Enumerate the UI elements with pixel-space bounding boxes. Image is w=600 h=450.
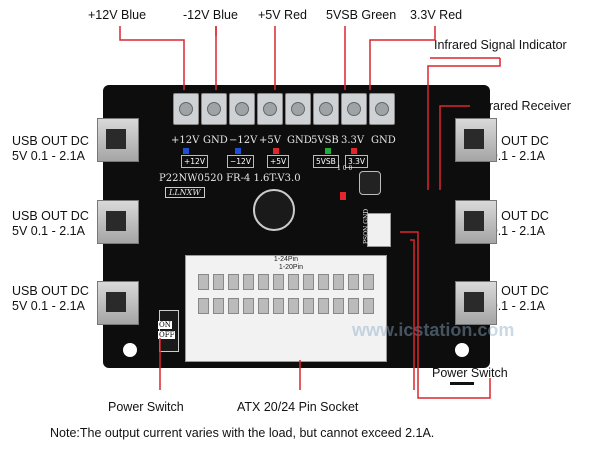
label-infrared-indicator: Infrared Signal Indicator (434, 38, 567, 52)
usb-port-right-3 (455, 281, 497, 325)
terminal-label-8: GND (371, 135, 396, 146)
terminal-label-5: GND (287, 135, 312, 146)
label-infrared-receiver: Infrared Receiver (475, 99, 571, 113)
pson-connector (367, 213, 391, 247)
atx-pin (228, 298, 239, 314)
atx-pin (198, 274, 209, 290)
led-12v (183, 148, 189, 154)
terminal-label-6: 5VSB (311, 135, 339, 146)
usb-port-left-3 (97, 281, 139, 325)
usb-port-right-1 (455, 118, 497, 162)
terminal-4 (257, 93, 283, 125)
terminal-8 (369, 93, 395, 125)
atx-pin (363, 274, 374, 290)
pin20-label: 1-20Pin (278, 264, 304, 271)
label-12v-blue: +12V Blue (88, 8, 147, 22)
atx-pin (318, 274, 329, 290)
atx-pin (288, 298, 299, 314)
note-text: Note:The output current varies with the … (50, 426, 435, 440)
mount-hole (123, 343, 137, 357)
atx-socket: 1-24Pin 1-20Pin (185, 255, 387, 362)
switch-off-label: OFF (158, 331, 176, 339)
terminal-label-1: +12V (171, 135, 200, 146)
label-power-switch-right: Power Switch (432, 366, 508, 380)
label-5v-red: +5V Red (258, 8, 307, 22)
watermark: www.icstation.com (352, 320, 515, 340)
terminal-7 (341, 93, 367, 125)
atx-pin (333, 298, 344, 314)
badge-5vsb: 5VSB (313, 155, 339, 168)
badge-12v: +12V (181, 155, 208, 168)
atx-pin (363, 298, 374, 314)
atx-pin (273, 274, 284, 290)
capacitor (253, 189, 295, 231)
label-5vsb-green: 5VSB Green (326, 8, 397, 22)
terminal-label-3: −12V (229, 135, 258, 146)
terminal-label-7: 3.3V (341, 135, 365, 146)
atx-pin (213, 274, 224, 290)
label-neg12v-blue: -12V Blue (183, 8, 238, 22)
breakout-board: +12V GND −12V +5V GND 5VSB 3.3V GND +12V… (97, 85, 497, 368)
label-power-switch-left: Power Switch (108, 400, 184, 414)
led-5v (273, 148, 279, 154)
atx-pin (198, 298, 209, 314)
atx-pin (348, 274, 359, 290)
terminal-label-4: +5V (259, 135, 281, 146)
atx-pin (303, 298, 314, 314)
terminal-label-2: GND (203, 135, 228, 146)
atx-pin (243, 298, 254, 314)
board-model-text: P22NW0520 FR-4 1.6T-V3.0 (159, 173, 301, 184)
atx-pin (228, 274, 239, 290)
terminal-5 (285, 93, 311, 125)
label-3v3-red: 3.3V Red (410, 8, 463, 22)
atx-pin (258, 298, 269, 314)
atx-pin (213, 298, 224, 314)
atx-pin (288, 274, 299, 290)
led-neg12v (235, 148, 241, 154)
badge-3v3: 3.3V (345, 155, 369, 168)
badge-5v: +5V (267, 155, 290, 168)
ir-label: 1 0 0 (337, 165, 353, 172)
terminal-2 (201, 93, 227, 125)
atx-pin (258, 274, 269, 290)
terminal-6 (313, 93, 339, 125)
badge-neg12v: −12V (227, 155, 254, 168)
atx-pin (243, 274, 254, 290)
terminal-1 (173, 93, 199, 125)
led-3v3 (351, 148, 357, 154)
label-atx-socket: ATX 20/24 Pin Socket (237, 400, 359, 414)
mount-hole (455, 343, 469, 357)
external-switch-symbol (450, 382, 474, 385)
atx-pin (333, 274, 344, 290)
board-brand-text: LLNXW (165, 187, 205, 198)
usb-port-right-2 (455, 200, 497, 244)
atx-pin (303, 274, 314, 290)
atx-pin (348, 298, 359, 314)
usb-port-left-2 (97, 200, 139, 244)
infrared-indicator-led (340, 192, 346, 200)
atx-pin (318, 298, 329, 314)
usb-port-left-1 (97, 118, 139, 162)
infrared-receiver (359, 171, 381, 195)
atx-pin (273, 298, 284, 314)
terminal-3 (229, 93, 255, 125)
pin24-label: 1-24Pin (273, 256, 299, 263)
led-5vsb (325, 148, 331, 154)
switch-on-label: ON (158, 321, 172, 329)
